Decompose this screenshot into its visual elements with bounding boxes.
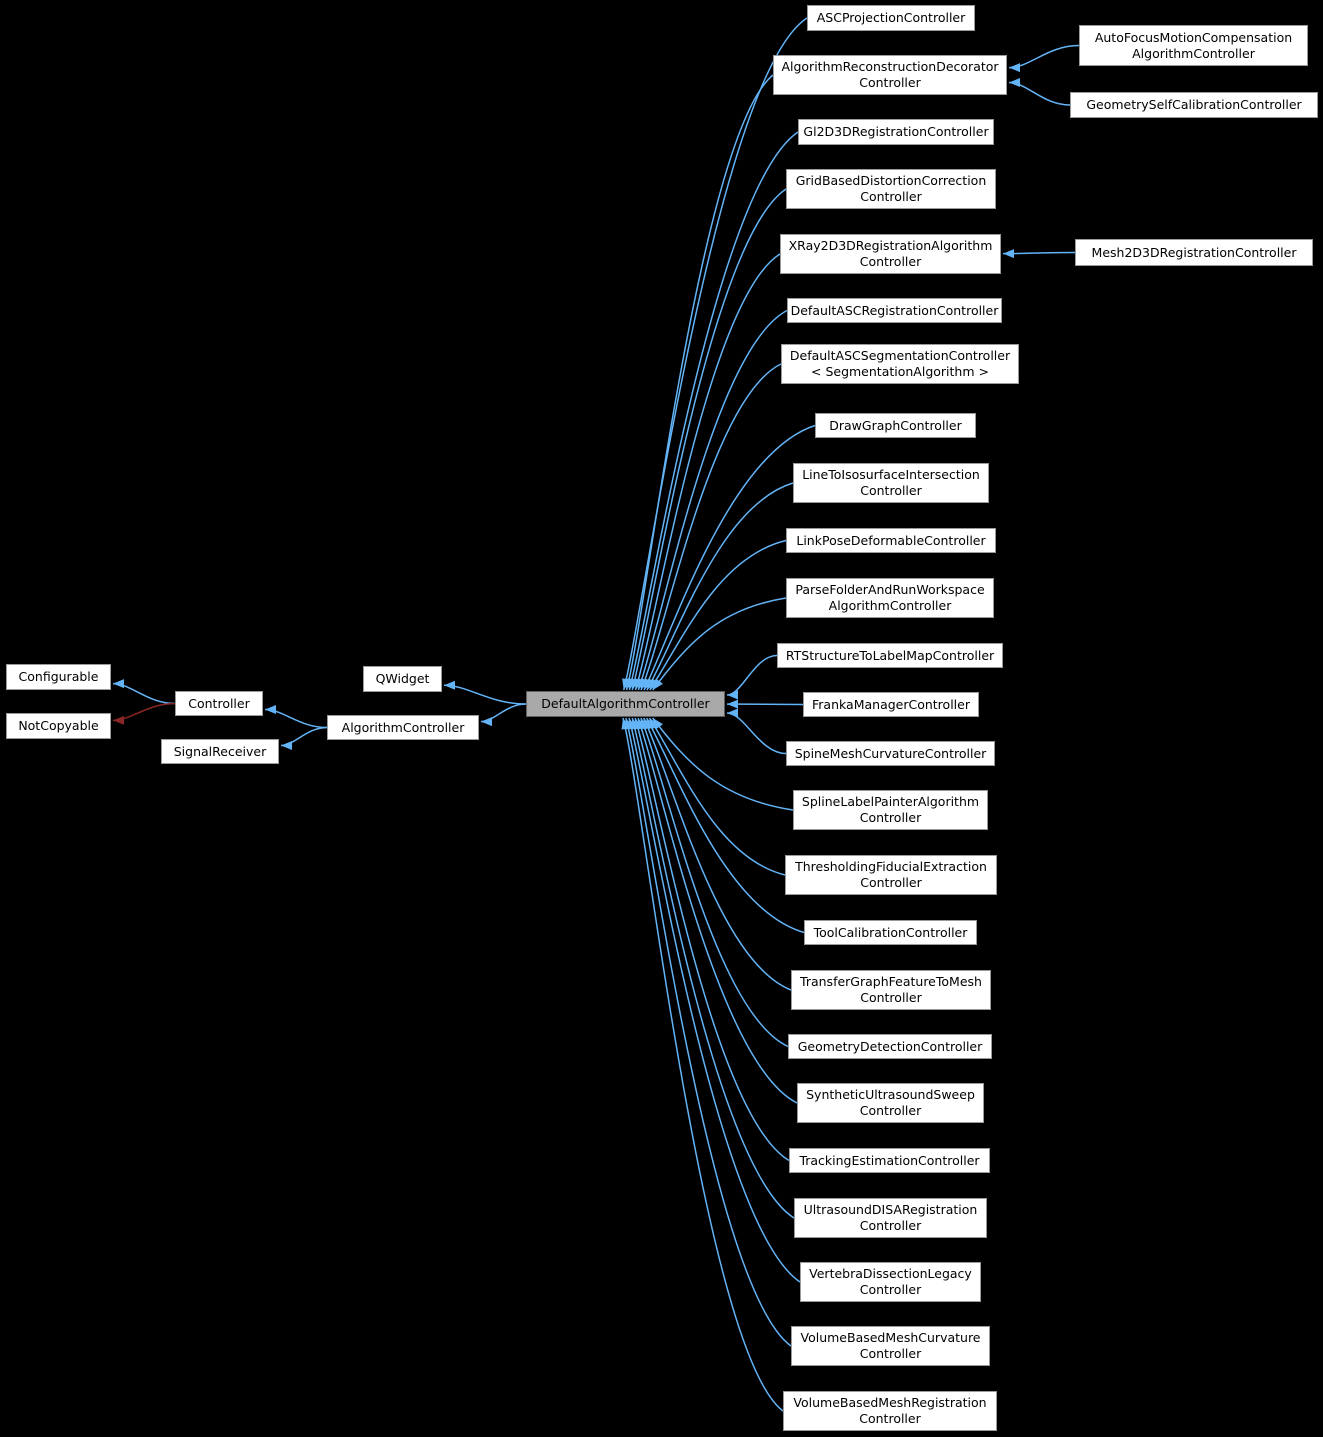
class-node-linkpose[interactable]: LinkPoseDeformableController	[786, 528, 996, 553]
arrowhead-icon	[727, 708, 738, 718]
edge-toolcalib-to-defaultalgorithmcontroller	[645, 717, 805, 934]
class-node-toolcalib[interactable]: ToolCalibrationController	[804, 920, 977, 945]
arrowhead-icon	[444, 680, 455, 690]
edge-mesh2d3d-to-xray2d3d	[1002, 249, 1076, 259]
class-node-synthetic[interactable]: SyntheticUltrasoundSweep Controller	[797, 1083, 984, 1123]
class-node-transfergraph[interactable]: TransferGraphFeatureToMesh Controller	[791, 970, 991, 1010]
class-node-thresholding[interactable]: ThresholdingFiducialExtraction Controlle…	[785, 855, 997, 895]
edge-algorithmcontroller-to-signalreceiver	[280, 726, 328, 750]
edge-defaultalgorithmcontroller-to-algorithmcontroller	[480, 703, 527, 727]
class-node-gridbased[interactable]: GridBasedDistortionCorrection Controller	[786, 169, 996, 209]
edge-autofocus-to-algoreconstruction	[1008, 44, 1080, 73]
edge-gl2d3d-to-defaultalgorithmcontroller	[627, 131, 799, 691]
arrowhead-icon	[481, 717, 492, 727]
edge-controller-to-notcopyable	[112, 702, 176, 725]
edge-rtstructure-to-defaultalgorithmcontroller	[726, 654, 778, 700]
arrowhead-icon	[727, 699, 738, 709]
edge-franka-to-defaultalgorithmcontroller	[726, 699, 804, 709]
edge-defaultalgorithmcontroller-to-qwidget	[443, 680, 527, 705]
arrowhead-icon	[727, 690, 738, 700]
arrowhead-icon	[265, 705, 276, 714]
edge-defaultascseg-to-defaultalgorithmcontroller	[640, 363, 782, 691]
class-node-ascprojection[interactable]: ASCProjectionController	[807, 5, 975, 31]
class-node-signalreceiver[interactable]: SignalReceiver	[161, 739, 279, 764]
edge-algorithmcontroller-to-controller	[264, 705, 328, 729]
class-node-gl2d3d[interactable]: Gl2D3DRegistrationController	[798, 119, 994, 145]
class-node-mesh2d3d[interactable]: Mesh2D3DRegistrationController	[1075, 239, 1313, 266]
edge-algoreconstruction-to-defaultalgorithmcontroller	[625, 74, 774, 691]
class-node-configurable[interactable]: Configurable	[6, 664, 111, 690]
class-node-splinelabel[interactable]: SplineLabelPainterAlgorithm Controller	[793, 790, 988, 830]
edge-vertebra-to-defaultalgorithmcontroller	[627, 717, 801, 1283]
class-node-xray2d3d[interactable]: XRay2D3DRegistrationAlgorithm Controller	[780, 234, 1001, 274]
class-node-controller[interactable]: Controller	[175, 691, 263, 716]
class-node-spinemesh[interactable]: SpineMeshCurvatureController	[786, 741, 995, 766]
class-node-algorithmcontroller[interactable]: AlgorithmController	[327, 715, 479, 740]
class-node-parsefolder[interactable]: ParseFolderAndRunWorkspace AlgorithmCont…	[786, 578, 994, 618]
class-node-defaultascreg[interactable]: DefaultASCRegistrationController	[787, 298, 1002, 323]
class-node-volreg[interactable]: VolumeBasedMeshRegistration Controller	[783, 1391, 997, 1431]
arrowhead-icon	[652, 678, 663, 690]
class-node-qwidget[interactable]: QWidget	[363, 666, 442, 692]
class-node-linetoiso[interactable]: LineToIsosurfaceIntersection Controller	[793, 463, 989, 503]
class-node-rtstructure[interactable]: RTStructureToLabelMapController	[777, 643, 1003, 668]
class-node-drawgraph[interactable]: DrawGraphController	[815, 413, 976, 438]
arrowhead-icon	[281, 741, 292, 750]
arrowhead-icon	[113, 679, 124, 689]
edge-spinemesh-to-defaultalgorithmcontroller	[726, 708, 787, 755]
edge-geomselfcal-to-algoreconstruction	[1008, 78, 1071, 106]
arrowhead-icon	[113, 715, 124, 725]
class-node-autofocus[interactable]: AutoFocusMotionCompensation AlgorithmCon…	[1079, 25, 1308, 66]
class-node-vertebra[interactable]: VertebraDissectionLegacy Controller	[800, 1262, 981, 1302]
arrowhead-icon	[1003, 249, 1014, 259]
edge-parsefolder-to-defaultalgorithmcontroller	[652, 597, 787, 691]
class-node-geomdetect[interactable]: GeometryDetectionController	[788, 1034, 992, 1059]
arrowhead-icon	[621, 718, 631, 730]
class-node-geomselfcal[interactable]: GeometrySelfCalibrationController	[1070, 92, 1318, 118]
class-node-trackingest[interactable]: TrackingEstimationController	[789, 1148, 990, 1173]
class-node-franka[interactable]: FrankaManagerController	[803, 692, 979, 717]
arrowhead-icon	[1009, 63, 1020, 73]
edge-volreg-to-defaultalgorithmcontroller	[621, 717, 784, 1412]
edge-controller-to-configurable	[112, 679, 176, 705]
class-node-ultrasounddisa[interactable]: UltrasoundDISARegistration Controller	[794, 1198, 987, 1238]
class-node-defaultalgorithmcontroller: DefaultAlgorithmController	[526, 691, 725, 717]
class-node-defaultascseg[interactable]: DefaultASCSegmentationController < Segme…	[781, 344, 1019, 384]
class-node-algoreconstruction[interactable]: AlgorithmReconstructionDecorator Control…	[773, 55, 1007, 95]
edge-thresholding-to-defaultalgorithmcontroller	[648, 717, 786, 876]
class-node-volcurv[interactable]: VolumeBasedMeshCurvature Controller	[791, 1326, 990, 1366]
arrowhead-icon	[1009, 78, 1020, 87]
class-node-notcopyable[interactable]: NotCopyable	[6, 713, 111, 739]
